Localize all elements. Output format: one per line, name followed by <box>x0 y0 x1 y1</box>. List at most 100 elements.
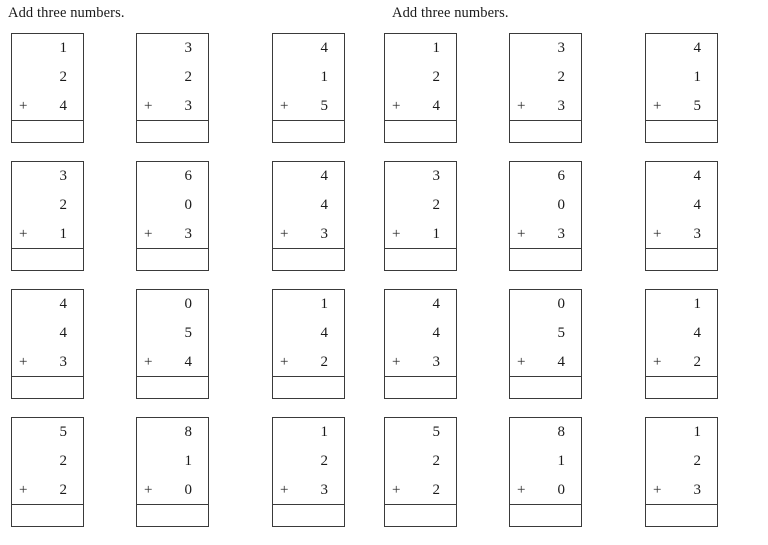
addend-line: 0 <box>137 290 208 319</box>
answer-box[interactable] <box>12 377 83 398</box>
addend-line: 2 <box>137 63 208 92</box>
addend-line: 6 <box>137 162 208 191</box>
answer-box[interactable] <box>137 377 208 398</box>
addend-value: 0 <box>184 197 193 213</box>
answer-box[interactable] <box>137 505 208 526</box>
worksheet-title: Add three numbers. <box>392 5 509 21</box>
addend-value: 3 <box>59 354 68 370</box>
answer-box[interactable] <box>646 377 717 398</box>
plus-operator-icon: + <box>392 98 401 114</box>
answer-box[interactable] <box>510 505 581 526</box>
addend-value: 8 <box>184 424 193 440</box>
answer-box[interactable] <box>273 121 344 142</box>
addend-value: 4 <box>59 98 68 114</box>
answer-box[interactable] <box>510 377 581 398</box>
addend-value: 4 <box>693 40 702 56</box>
addend-line: 2 <box>385 447 456 476</box>
answer-box[interactable] <box>646 505 717 526</box>
answer-box[interactable] <box>646 121 717 142</box>
addend-line: 3 <box>137 34 208 63</box>
answer-box[interactable] <box>273 505 344 526</box>
addend-line: 0 <box>137 191 208 220</box>
answer-box[interactable] <box>385 121 456 142</box>
plus-operator-icon: + <box>653 98 662 114</box>
addend-value: 2 <box>320 354 329 370</box>
addend-value: 4 <box>320 168 329 184</box>
answer-box[interactable] <box>646 249 717 270</box>
addend-value: 1 <box>320 424 329 440</box>
addend-value: 5 <box>693 98 702 114</box>
answer-box[interactable] <box>137 249 208 270</box>
answer-box[interactable] <box>273 249 344 270</box>
addend-line: +5 <box>646 92 717 121</box>
answer-box[interactable] <box>510 121 581 142</box>
addend-line: 2 <box>273 447 344 476</box>
answer-box[interactable] <box>12 505 83 526</box>
plus-operator-icon: + <box>144 98 153 114</box>
plus-operator-icon: + <box>19 98 28 114</box>
plus-operator-icon: + <box>392 354 401 370</box>
addend-line: 4 <box>12 290 83 319</box>
addend-line: 0 <box>510 191 581 220</box>
plus-operator-icon: + <box>392 482 401 498</box>
addend-line: +5 <box>273 92 344 121</box>
addend-line: +0 <box>510 476 581 505</box>
addend-line: 1 <box>273 63 344 92</box>
addend-value: 3 <box>693 226 702 242</box>
addend-value: 3 <box>320 226 329 242</box>
addend-value: 1 <box>693 296 702 312</box>
addend-value: 1 <box>184 453 193 469</box>
addend-value: 4 <box>432 325 441 341</box>
addend-value: 1 <box>432 226 441 242</box>
plus-operator-icon: + <box>280 226 289 242</box>
answer-box[interactable] <box>273 377 344 398</box>
addend-line: +3 <box>273 476 344 505</box>
addend-line: +3 <box>510 92 581 121</box>
addend-line: +2 <box>273 348 344 377</box>
answer-box[interactable] <box>385 377 456 398</box>
addend-line: 4 <box>385 319 456 348</box>
addend-line: 0 <box>510 290 581 319</box>
addend-value: 4 <box>432 98 441 114</box>
plus-operator-icon: + <box>517 482 526 498</box>
answer-box[interactable] <box>12 249 83 270</box>
answer-box[interactable] <box>385 505 456 526</box>
addend-value: 2 <box>59 453 68 469</box>
addition-problem: 1 2+3 <box>272 417 345 527</box>
addend-value: 4 <box>693 197 702 213</box>
addend-value: 6 <box>557 168 566 184</box>
answer-box[interactable] <box>12 121 83 142</box>
plus-operator-icon: + <box>144 354 153 370</box>
addend-value: 2 <box>432 69 441 85</box>
addend-value: 3 <box>184 98 193 114</box>
answer-box[interactable] <box>510 249 581 270</box>
addend-line: 1 <box>12 34 83 63</box>
addend-value: 4 <box>432 296 441 312</box>
addend-value: 3 <box>59 168 68 184</box>
answer-box[interactable] <box>137 121 208 142</box>
addend-value: 0 <box>557 482 566 498</box>
plus-operator-icon: + <box>280 98 289 114</box>
addend-value: 4 <box>557 354 566 370</box>
addend-line: 4 <box>385 290 456 319</box>
answer-box[interactable] <box>385 249 456 270</box>
addend-line: 4 <box>646 34 717 63</box>
addend-line: 2 <box>385 63 456 92</box>
